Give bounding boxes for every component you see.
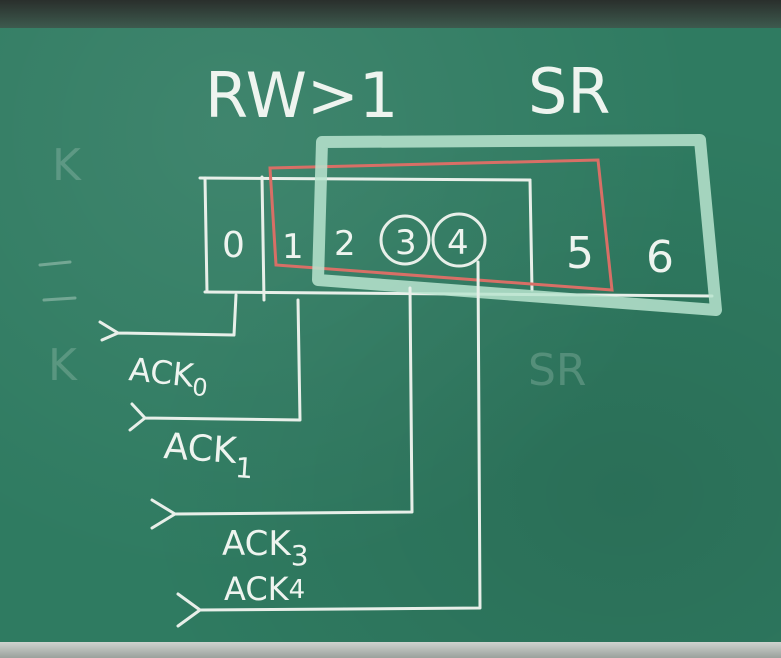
ghost-lines [38,260,77,302]
cell-3: 3 [395,223,417,263]
ghost-mark: K [48,340,78,391]
ack3-arrow [150,286,414,530]
heading-left: RW>1 [205,59,398,132]
ack1-label: ACK1 [162,426,256,485]
ack4-label: ACK4 [224,570,305,608]
cell-2: 2 [334,224,356,264]
cell-6: 6 [646,232,674,283]
ack0-label: ACK0 [127,350,211,402]
ack0-arrow [98,293,238,342]
cell-1: 1 [282,227,304,267]
receiver-window-box [312,134,722,316]
ack1-arrow [128,298,302,432]
ghost-mark: K [52,140,82,191]
chalk-tray [0,642,781,658]
heading-right: SR [528,55,610,128]
cell-0: 0 [222,225,245,266]
sender-window-box [268,158,614,292]
cell-5: 5 [566,228,594,279]
ack4-arrow [176,260,482,628]
cell-4-circle [431,212,487,268]
strip-dividers [203,175,534,302]
cell-3-circle [379,214,431,266]
ack3-label: ACK3 [222,524,309,572]
board-top-frame [0,0,781,28]
ghost-mark: SR [528,345,587,396]
cell-4: 4 [447,223,469,263]
